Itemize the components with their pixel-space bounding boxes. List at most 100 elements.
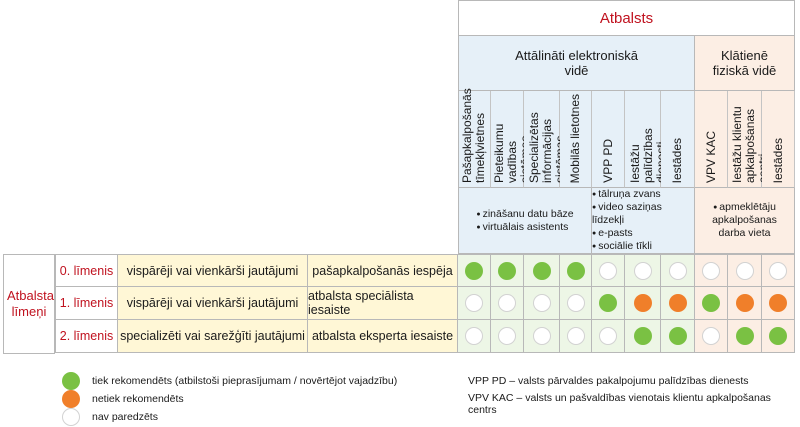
dot-cell bbox=[458, 287, 491, 320]
dot-cell bbox=[524, 255, 560, 287]
info-item: sociālie tīkli bbox=[592, 240, 694, 253]
none-dot-icon bbox=[769, 261, 787, 280]
green-dot-icon bbox=[62, 372, 80, 390]
dot-cell bbox=[592, 287, 625, 320]
col-head-client-centres: Iestāžu klientu apkalpošanas centri bbox=[728, 91, 770, 188]
green-dot-icon bbox=[498, 261, 516, 280]
none-dot-icon bbox=[566, 294, 585, 312]
col-label: Specializētas informācijas sistēmas bbox=[526, 112, 567, 183]
orange-dot-icon bbox=[769, 294, 787, 312]
info-self-service: zināšanu datu bāze virtuālais asistents bbox=[458, 188, 592, 254]
orange-dot-icon bbox=[735, 294, 754, 312]
none-dot-icon bbox=[702, 261, 720, 280]
dot-cell bbox=[625, 287, 661, 320]
info-item: video saziņas līdzekļi bbox=[592, 201, 694, 227]
legend-not-planned: nav paredzēts bbox=[62, 408, 158, 426]
dot-cell bbox=[695, 287, 728, 320]
dot-cell bbox=[728, 320, 762, 353]
dot-cell bbox=[661, 287, 695, 320]
col-label: Iestādes bbox=[770, 137, 785, 183]
none-dot-icon bbox=[633, 261, 652, 280]
dot-cell bbox=[560, 255, 592, 287]
legend-text: tiek rekomendēts (atbilstoši pieprasījum… bbox=[92, 375, 398, 387]
info-physical: apmeklētāju apkalpošanas darba vieta bbox=[695, 188, 795, 254]
col-head-institution-helpdesks: Iestāžu palīdzības dienesti bbox=[625, 91, 668, 188]
col-label: Iestāžu klientu apkalpošanas centri bbox=[729, 106, 770, 183]
col-label: Iestāžu palīdzības dienesti bbox=[627, 128, 668, 183]
dot-cell bbox=[661, 320, 695, 353]
dot-cell bbox=[728, 255, 762, 287]
dot-cell bbox=[491, 320, 524, 353]
orange-dot-icon bbox=[633, 294, 652, 312]
dot-cell bbox=[592, 320, 625, 353]
level-cell: 2. līmenis bbox=[55, 320, 118, 353]
empty-dot-icon bbox=[62, 408, 80, 426]
green-dot-icon bbox=[735, 327, 754, 345]
dot-cell bbox=[695, 255, 728, 287]
question-type-cell: specializēti vai sarežģīti jautājumi bbox=[118, 320, 308, 353]
col-head-specialized-systems: Specializētas informācijas sistēmas bbox=[524, 91, 567, 188]
none-dot-icon bbox=[702, 327, 720, 345]
dot-cell bbox=[762, 287, 795, 320]
none-dot-icon bbox=[465, 327, 483, 345]
col-label: VPV KAC bbox=[703, 130, 718, 183]
level-cell: 1. līmenis bbox=[55, 287, 118, 320]
none-dot-icon bbox=[498, 294, 516, 312]
dot-cell bbox=[491, 287, 524, 320]
dot-cell bbox=[592, 255, 625, 287]
remote-channel-label: Attālināti elektroniskā vidē bbox=[515, 48, 638, 78]
dot-cell bbox=[762, 255, 795, 287]
none-dot-icon bbox=[735, 261, 754, 280]
abbr-vpp-pd: VPP PD – valsts pārvaldes pakalpojumu pa… bbox=[468, 375, 749, 387]
col-head-self-service-websites: Pašapkalpošanās tīmekļvietnes bbox=[458, 88, 491, 188]
dot-cell bbox=[560, 320, 592, 353]
legend-not-recommended: netiek rekomendēts bbox=[62, 390, 184, 408]
green-dot-icon bbox=[599, 294, 617, 312]
dot-cell bbox=[524, 320, 560, 353]
none-dot-icon bbox=[498, 327, 516, 345]
dot-cell bbox=[762, 320, 795, 353]
col-label: VPP PD bbox=[600, 139, 615, 183]
col-label: Iestādes bbox=[670, 137, 684, 183]
green-dot-icon bbox=[633, 327, 652, 345]
legend-text: nav paredzēts bbox=[92, 411, 158, 423]
none-dot-icon bbox=[566, 327, 585, 345]
col-head-institutions-physical: Iestādes bbox=[762, 91, 795, 188]
dot-cell bbox=[695, 320, 728, 353]
abbr-vpv-kac: VPV KAC – valsts un pašvaldības vienotai… bbox=[468, 392, 771, 416]
support-kind-cell: atbalsta eksperta iesaiste bbox=[308, 320, 458, 353]
legend-text: netiek rekomendēts bbox=[92, 393, 184, 405]
dot-cell bbox=[560, 287, 592, 320]
col-label: Mobilās lietotnes bbox=[568, 93, 582, 183]
support-kind-cell: pašapkalpošanās iespēja bbox=[308, 255, 458, 287]
none-dot-icon bbox=[599, 327, 617, 345]
level-cell: 0. līmenis bbox=[55, 255, 118, 287]
dot-cell bbox=[728, 287, 762, 320]
info-item: tālruņa zvans bbox=[592, 188, 694, 201]
col-head-vpv-kac: VPV KAC bbox=[695, 91, 728, 188]
remote-channel-header: Attālināti elektroniskā vidē bbox=[458, 36, 695, 91]
col-label: Pieteikumu vadības sistēmas bbox=[492, 123, 532, 183]
info-item: virtuālais asistents bbox=[476, 221, 573, 234]
legend-recommended: tiek rekomendēts (atbilstoši pieprasījum… bbox=[62, 372, 397, 390]
green-dot-icon bbox=[668, 327, 687, 345]
info-item: e-pasts bbox=[592, 227, 694, 240]
dot-cell bbox=[661, 255, 695, 287]
dot-cell bbox=[458, 255, 491, 287]
green-dot-icon bbox=[769, 327, 787, 345]
col-label: Pašapkalpošanās tīmekļvietnes bbox=[459, 88, 487, 183]
dot-cell bbox=[458, 320, 491, 353]
info-item: zināšanu datu bāze bbox=[476, 208, 574, 221]
orange-dot-icon bbox=[668, 294, 687, 312]
dot-cell bbox=[524, 287, 560, 320]
none-dot-icon bbox=[599, 261, 617, 280]
col-head-institutions-remote: Iestādes bbox=[661, 91, 695, 188]
col-head-vpp-pd: VPP PD bbox=[592, 91, 625, 188]
green-dot-icon bbox=[465, 261, 483, 280]
none-dot-icon bbox=[465, 294, 483, 312]
dot-cell bbox=[625, 255, 661, 287]
col-head-mobile-apps: Mobilās lietotnes bbox=[560, 91, 592, 188]
